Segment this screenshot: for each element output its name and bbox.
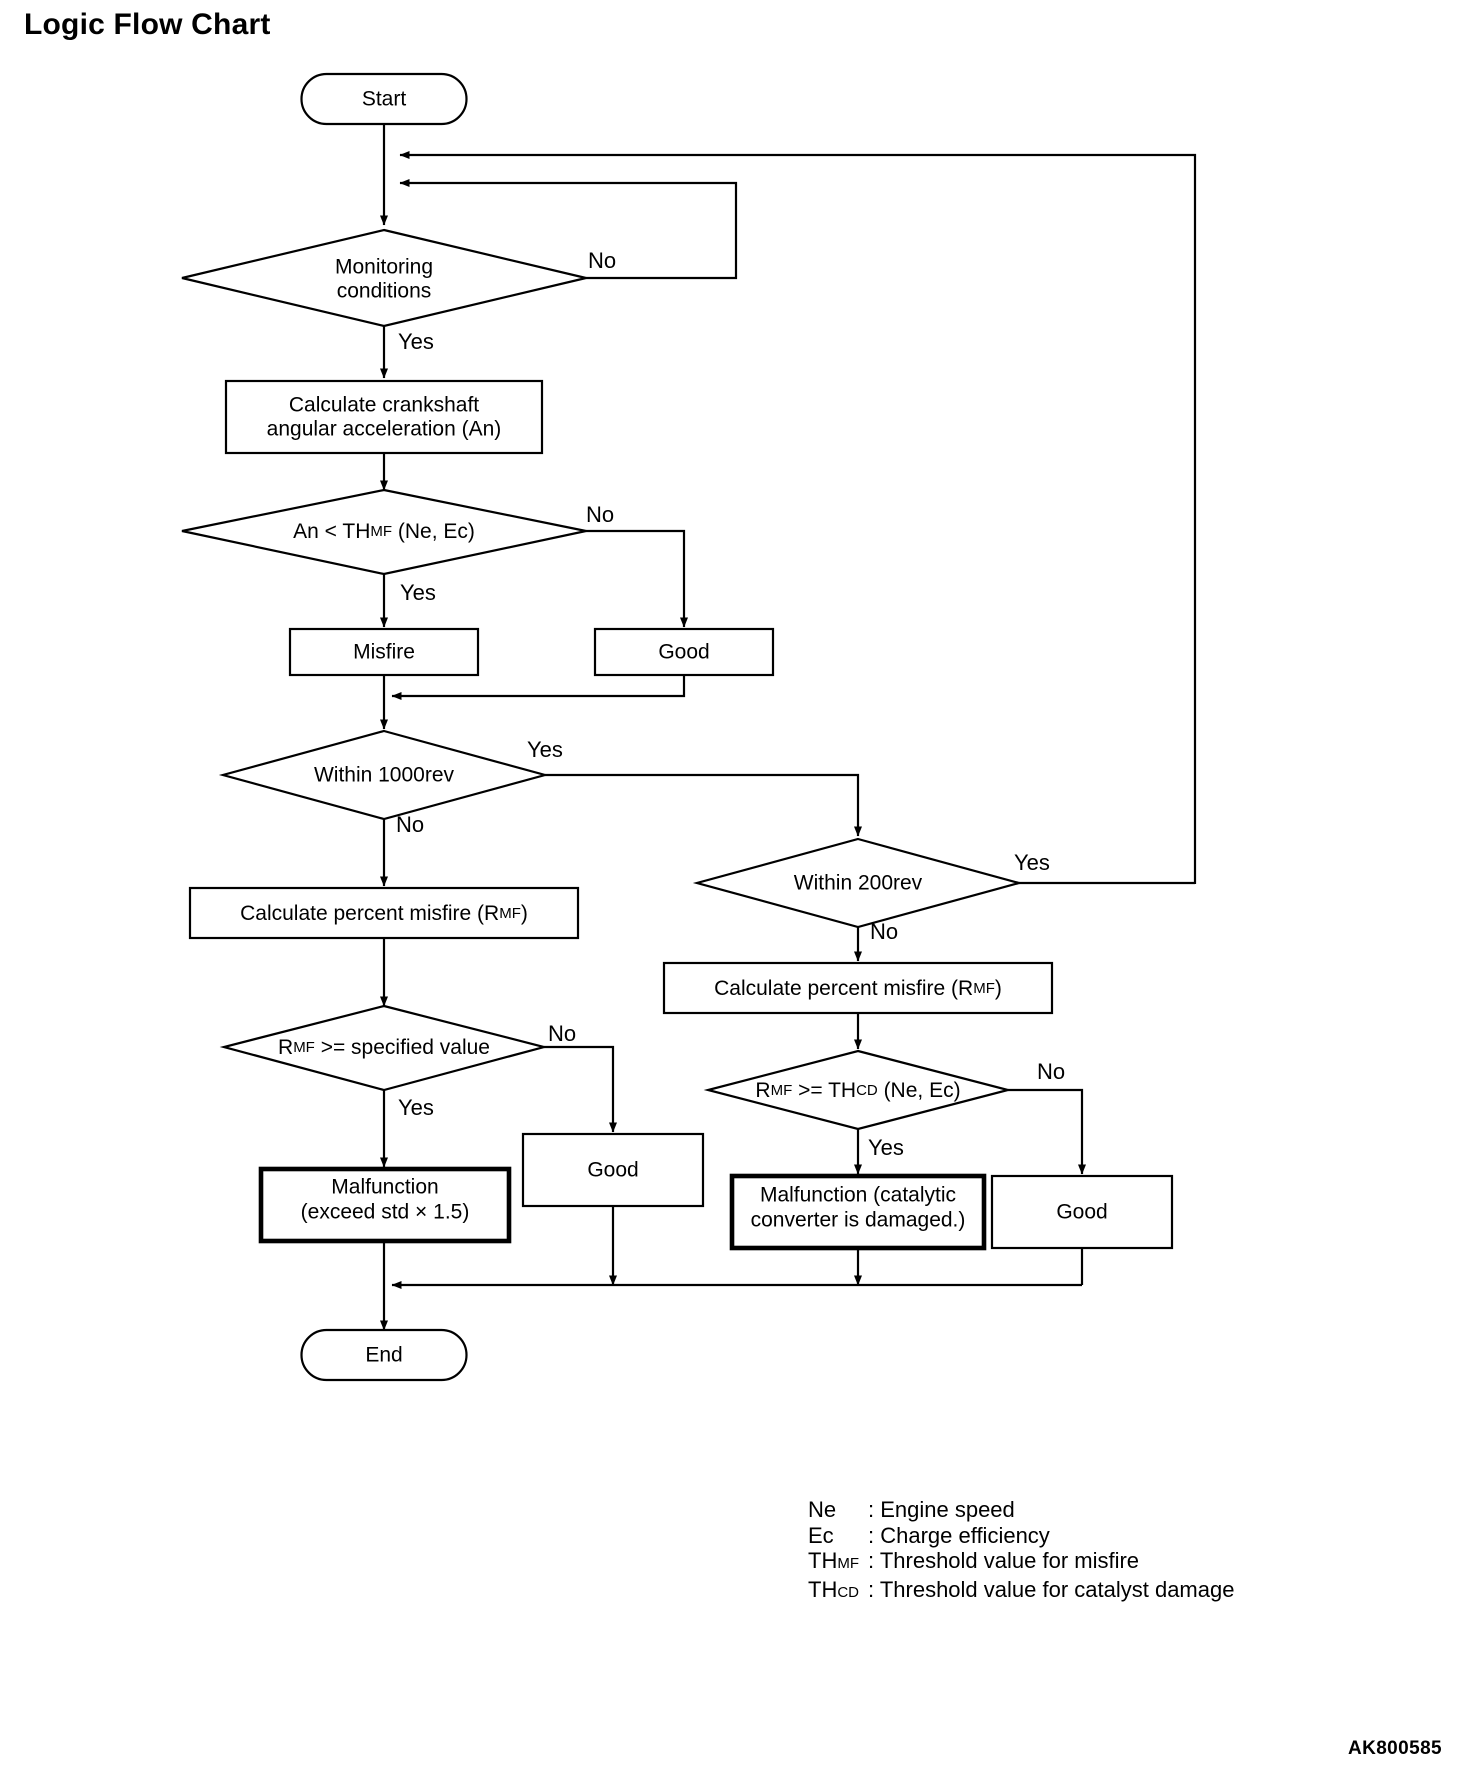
legend-desc-ne: : Engine speed (868, 1497, 1015, 1522)
edge-within200-yes-feedback (399, 151, 1197, 884)
node-rmf-ge-specified-value[interactable] (219, 1004, 549, 1092)
edge-label-within1000-no: No (396, 812, 424, 837)
node-malfunction-exceed-std-line1: Malfunction (331, 1176, 438, 1199)
node-calculate-percent-misfire-right[interactable] (662, 961, 1054, 1015)
legend-symbol-ne: Ne (808, 1497, 837, 1522)
edge-label-rmfthcd-no: No (1037, 1059, 1065, 1084)
legend-row-thcd: THCD : Threshold value for catalyst damag… (808, 1577, 1234, 1606)
node-calculate-percent-misfire-right-label: Calculate percent misfire (RMF) (714, 977, 1002, 1000)
node-good-3-label: Good (1056, 1201, 1107, 1224)
edge-label-rmfspec-yes: Yes (398, 1095, 434, 1120)
node-start[interactable] (300, 72, 468, 126)
node-malfunction-exceed-std[interactable] (258, 1166, 512, 1244)
node-monitoring-line2: conditions (337, 280, 432, 303)
edge-monitor-no-feedback (399, 179, 738, 280)
edge-label-within200-yes: Yes (1014, 850, 1050, 875)
node-malfunction-exceed-std-line2: (exceed std × 1.5) (301, 1201, 470, 1224)
edge-label-within200-no: No (870, 919, 898, 944)
node-misfire[interactable] (288, 627, 480, 677)
legend-desc-thcd: : Threshold value for catalyst damage (868, 1576, 1235, 1602)
edge-label-within1000-yes: Yes (527, 737, 563, 762)
page-title: Logic Flow Chart (24, 8, 271, 41)
node-within-200rev-label: Within 200rev (794, 872, 923, 895)
node-within-1000rev[interactable] (218, 729, 550, 821)
node-rmf-ge-thcd[interactable] (703, 1049, 1013, 1131)
watermark-label: AK800585 (1347, 1738, 1442, 1759)
legend-row-ec: Ec : Charge efficiency (808, 1523, 1234, 1549)
edge-rmfspec-no-to-good2 (544, 1045, 617, 1133)
edge-an-no-to-good (586, 529, 688, 628)
node-good-2-label: Good (587, 1159, 638, 1182)
node-within-1000rev-label: Within 1000rev (314, 764, 455, 787)
node-calculate-crankshaft-line2: angular acceleration (An) (267, 418, 502, 441)
node-misfire-label: Misfire (353, 641, 415, 664)
node-start-label: Start (362, 88, 407, 111)
node-good-1[interactable] (593, 627, 775, 677)
node-good-3[interactable] (990, 1174, 1174, 1250)
legend-symbol-thcd: THCD (808, 1576, 859, 1602)
node-good-1-label: Good (658, 641, 709, 664)
node-calculate-percent-misfire-left-label: Calculate percent misfire (RMF) (240, 902, 528, 925)
edge-label-monitor-yes: Yes (398, 329, 434, 354)
node-calculate-crankshaft[interactable] (224, 379, 544, 455)
node-malfunction-catalytic-line2: converter is damaged.) (751, 1209, 966, 1232)
node-monitoring-conditions[interactable] (181, 228, 587, 328)
edge-label-rmfspec-no: No (548, 1021, 576, 1046)
node-good-2[interactable] (521, 1132, 705, 1208)
node-an-lt-thmf[interactable] (181, 488, 587, 576)
node-calculate-percent-misfire-left[interactable] (188, 886, 580, 940)
node-rmf-ge-thcd-label: RMF >= THCD (Ne, Ec) (755, 1079, 960, 1102)
node-within-200rev[interactable] (692, 837, 1024, 929)
edge-label-an-yes: Yes (400, 580, 436, 605)
legend-row-thmf: THMF : Threshold value for misfire (808, 1548, 1234, 1577)
node-end[interactable] (300, 1328, 468, 1382)
node-rmf-ge-specified-value-label: RMF >= specified value (278, 1036, 490, 1059)
edge-label-an-no: No (586, 502, 614, 527)
legend-desc-thmf: : Threshold value for misfire (868, 1548, 1140, 1573)
node-malfunction-catalytic-converter[interactable] (729, 1173, 987, 1251)
node-end-label: End (365, 1344, 402, 1367)
legend-symbol-ec: Ec (808, 1522, 834, 1548)
node-monitoring-line1: Monitoring (335, 256, 433, 279)
legend-row-ne: Ne : Engine speed (808, 1497, 1234, 1523)
legend-symbol-thmf: THMF (808, 1548, 859, 1573)
edge-good1-join (391, 675, 686, 700)
edge-label-rmfthcd-yes: Yes (868, 1135, 904, 1160)
node-calculate-crankshaft-line1: Calculate crankshaft (289, 394, 479, 417)
edge-rmfthcd-no-to-good3 (1008, 1088, 1086, 1175)
legend: Ne : Engine speed Ec : Charge efficiency T… (808, 1497, 1234, 1605)
legend-desc-ec: : Charge efficiency (868, 1522, 1050, 1548)
node-an-lt-thmf-label: An < THMF (Ne, Ec) (293, 520, 475, 543)
node-malfunction-catalytic-line1: Malfunction (catalytic (760, 1184, 956, 1207)
edge-within1000-yes (545, 773, 862, 837)
edge-label-monitor-no: No (588, 248, 616, 273)
